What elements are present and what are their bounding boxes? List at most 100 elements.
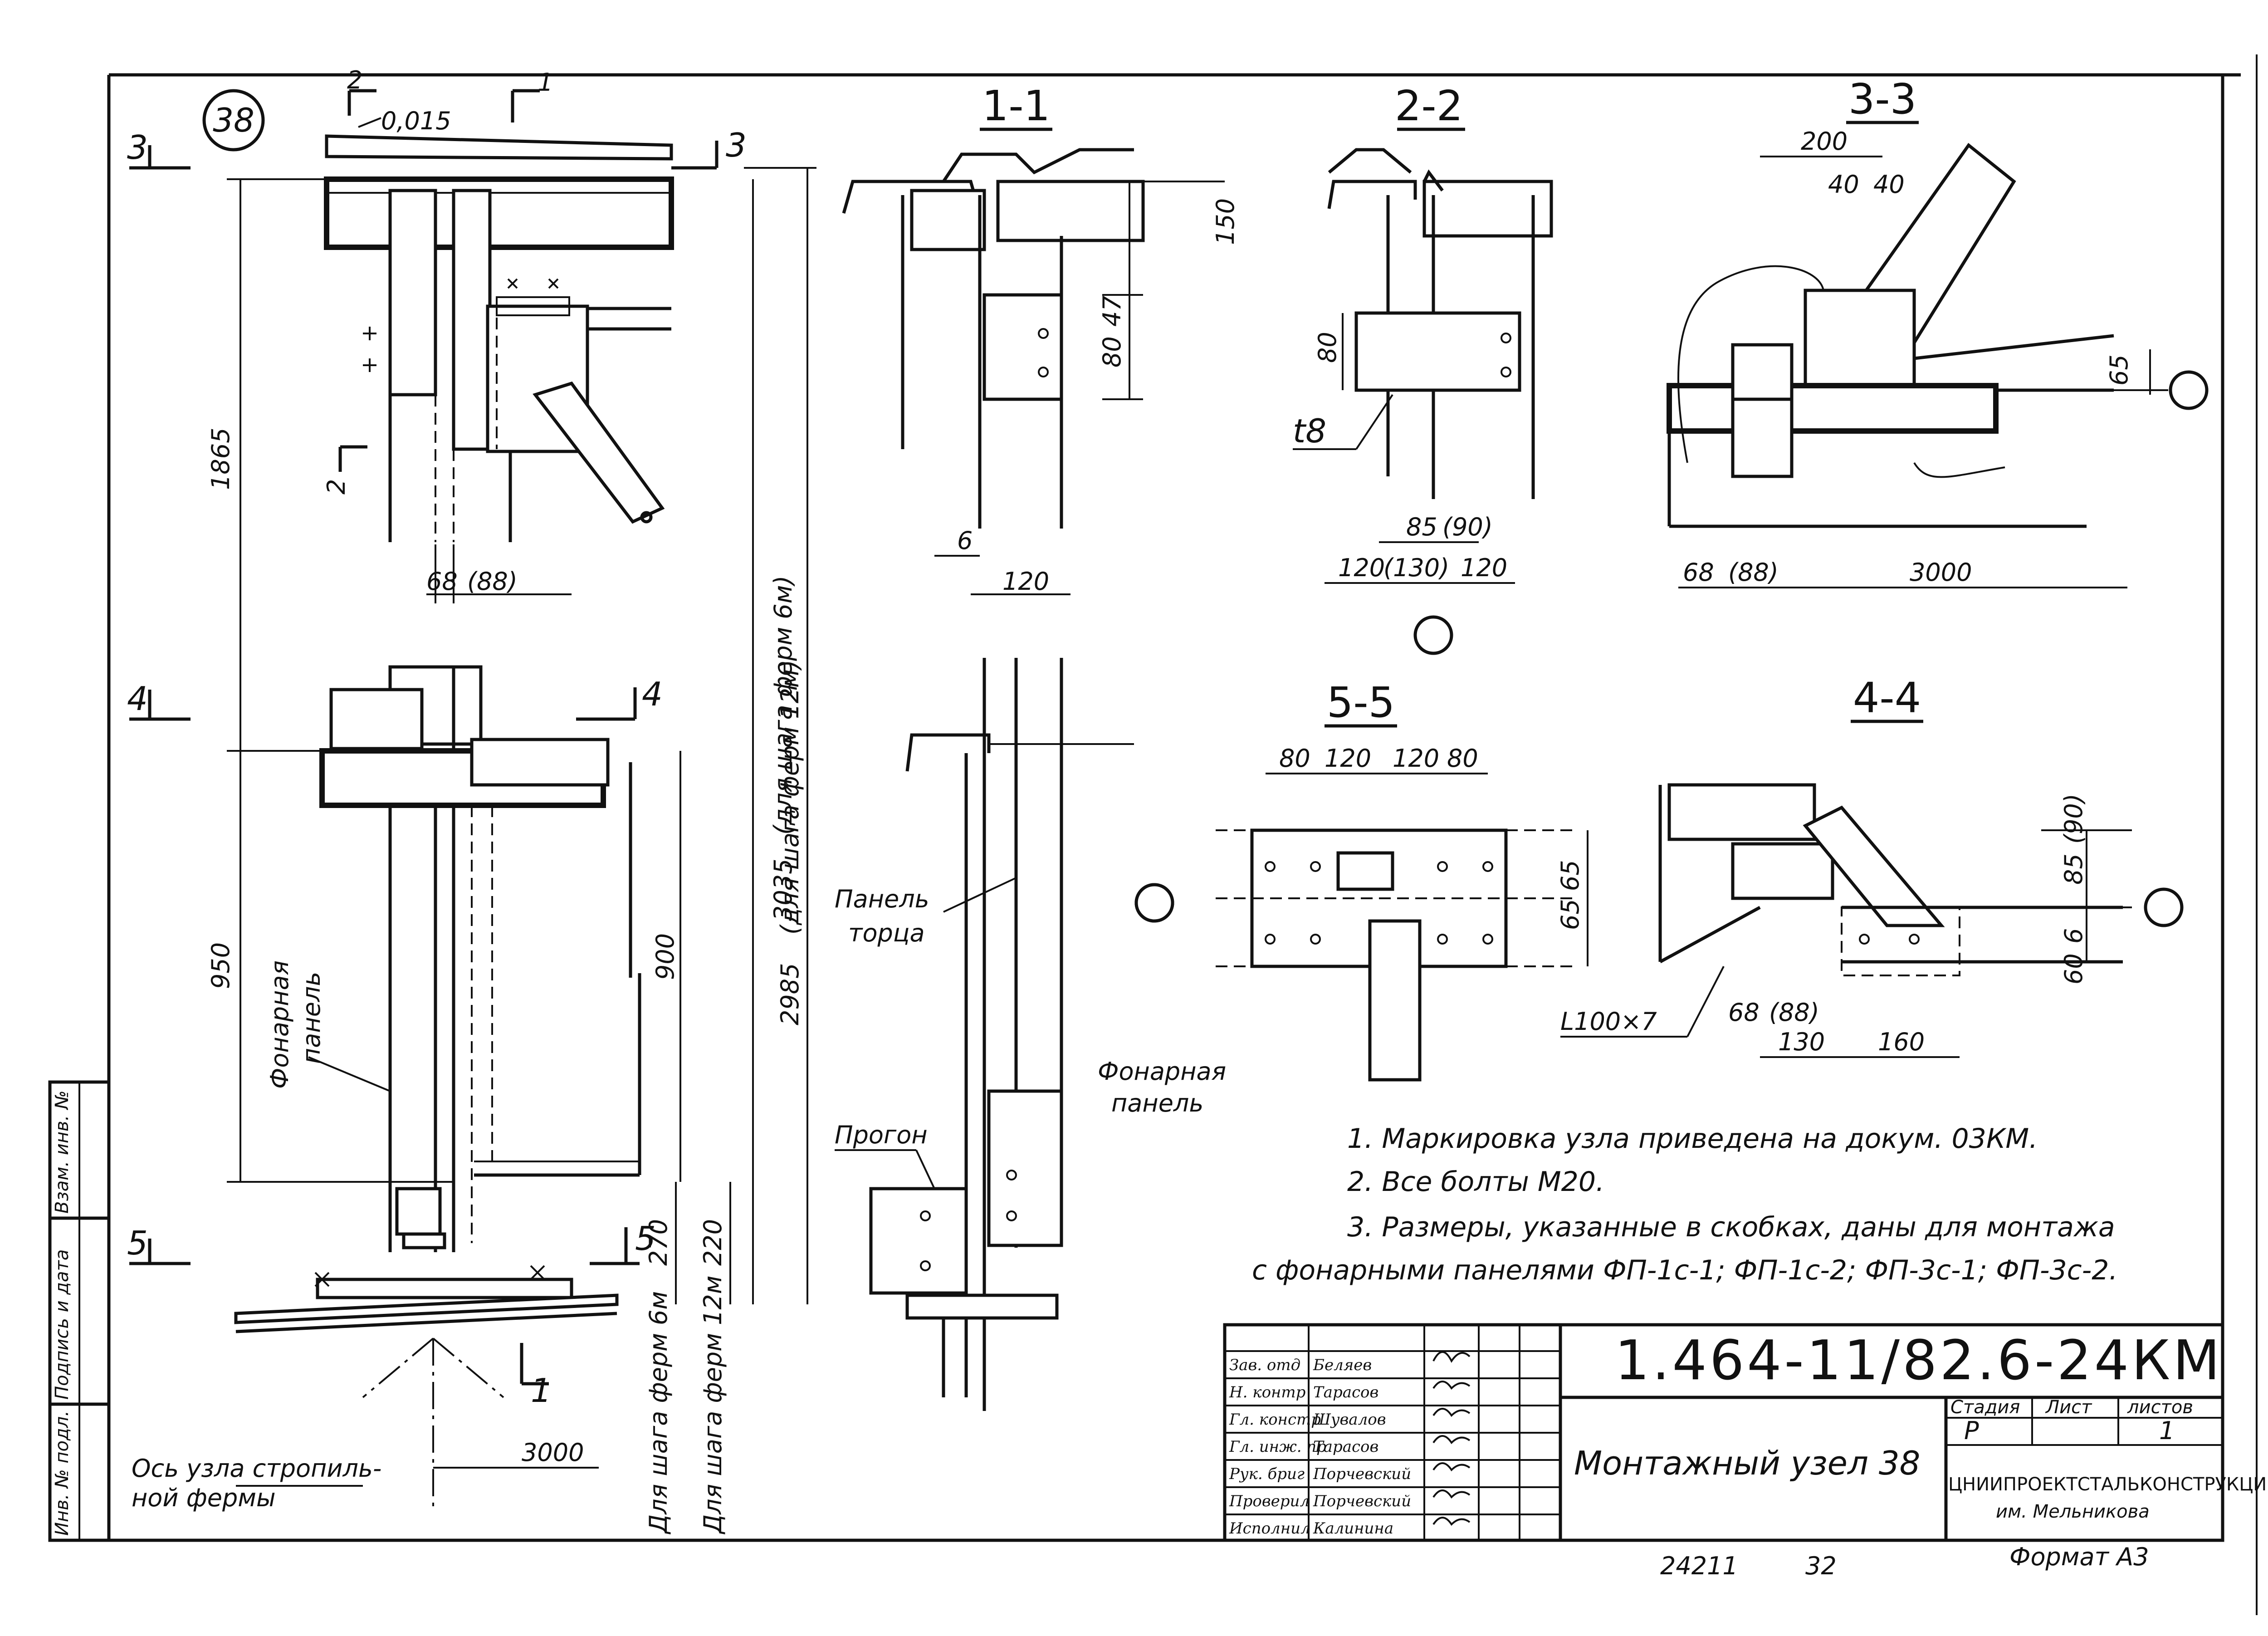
dim-68: 68 [426,567,458,596]
role-0: Зав. отд [1229,1356,1300,1374]
cut-mark-3-right: 3 [726,126,747,164]
role-4: Рук. бриг [1229,1465,1305,1483]
angle-label-44: L100×7 [1560,1007,1657,1036]
dim-120a-22: 120 [1338,553,1385,582]
title-block-roles: Зав. отд Беляев Н. контр Тарасов Гл. кон… [1229,1356,1411,1538]
dim-90-22: (90) [1442,513,1493,541]
cut-mark-2-bottom: 2 [322,479,351,495]
dim-3000-33: 3000 [1910,558,1972,587]
dim-2985-note: (для шага ферм 12м) [776,660,804,935]
name-3: Тарасов [1313,1438,1378,1456]
dim-120b-55: 120 [1393,744,1439,773]
span-6m: Для шага ферм 6м [644,1291,673,1534]
lantern-panel-label-2: панель [297,972,326,1064]
name-2: Шувалов [1313,1411,1386,1429]
dim-1865: 1865 [206,428,235,490]
dim-88-33: (88) [1728,558,1779,587]
span-12m: Для шага ферм 12м [699,1275,727,1534]
dim-120-11: 120 [1002,567,1049,596]
dim-68-44: 68 [1728,998,1760,1027]
cut-mark-5-right: 5 [635,1220,656,1258]
note-1: 1. Маркировка узла приведена на докум. 0… [1347,1123,2038,1155]
cut-mark-4-left: 4 [127,680,148,718]
margin-inv-podl: Инв. № подл. [52,1411,73,1536]
lantern-bracket-top [329,688,424,750]
dim-3035: 3035 [769,859,797,921]
dim-130-44: 130 [1778,1028,1825,1056]
sheet-header: Лист [2045,1397,2092,1418]
lantern-panel-11-2: панель [1111,1089,1203,1117]
main-view: 38 3 3 4 4 5 5 2 1 2 1 0,015 [127,66,816,1534]
bottom-plate-1-1 [987,1089,1063,1247]
drawing-title: Монтажный узел 38 [1574,1444,1921,1482]
dim-270: 270 [644,1219,673,1266]
view-4-4: 4-4 85 (90) 6 60 L100×7 68 (88) 130 160 [1560,674,2184,1058]
dim-47-11: 47 [1098,295,1126,327]
cut-mark-2-top: 2 [347,66,362,94]
dim-2985: 2985 [776,963,804,1025]
archive-number: 24211 [1660,1552,1738,1580]
axis-label-2: ной фермы [132,1484,276,1512]
cut-mark-1-top: 1 [538,68,553,97]
doc-code: 1.464-11/82.6-24КМ [1615,1329,2223,1392]
footer: 24211 32 Формат А3 [1660,1543,2149,1580]
notes-block: 1. Маркировка узла приведена на докум. 0… [1252,1123,2118,1286]
view-5-5: 5-5 80 120 120 80 65 65 [1134,678,1589,1082]
dim-80a-55: 80 [1279,744,1310,773]
plate-t8 [1354,311,1521,392]
label-t8: t8 [1293,412,1326,450]
cut-mark-5-left: 5 [127,1224,148,1262]
name-4: Порчевский [1313,1465,1411,1483]
dim-6-44: 6 [2059,928,2088,944]
dim-88: (88) [467,567,518,596]
dim-120b-22: 120 [1461,553,1507,582]
name-0: Беляев [1313,1356,1372,1374]
dim-65-33: 65 [2105,354,2133,386]
org-name-1: ЦНИИПРОЕКТСТАЛЬКОНСТРУКЦИЯ [1948,1474,2268,1495]
lantern-panel-11-1: Фонарная [1098,1057,1226,1086]
view-2-2: 2-2 80 t8 85 (90) 120 (130) 120 [1293,82,1553,655]
role-3: Гл. инж. пр [1229,1438,1326,1456]
node-label: 38 [213,101,254,139]
stage-value: Р [1964,1416,1979,1445]
dim-3035-note: (для шага ферм 6м) [769,576,797,835]
signature-marks [1432,1351,1471,1526]
role-2: Гл. констр [1229,1411,1321,1429]
dim-88-44: (88) [1769,998,1819,1027]
purlin-label: Прогон [835,1121,928,1149]
note-3-cont: с фонарными панелями ФП-1с-1; ФП-1с-2; Ф… [1252,1254,2118,1286]
dim-85-44: 85 [2059,853,2088,885]
dim-6-11: 6 [957,526,973,555]
dim-120a-55: 120 [1325,744,1371,773]
post-left [388,189,437,397]
roof-deck-top [325,134,673,161]
margin-podpis: Подпись и дата [52,1249,73,1400]
slope-label: 0,015 [381,107,451,135]
org-name-2: им. Мельникова [1996,1501,2150,1522]
name-1: Тарасов [1313,1383,1378,1401]
page-number: 32 [1805,1552,1837,1580]
gusset-1-1 [982,293,1063,401]
section-title-2-2: 2-2 [1395,82,1463,130]
name-6: Калинина [1313,1519,1393,1538]
post-right [452,189,492,451]
role-6: Исполнил [1229,1519,1310,1538]
rafter-top-chord [234,1293,619,1324]
dim-900: 900 [651,933,679,980]
top-chord [324,176,674,250]
section-title-4-4: 4-4 [1853,674,1921,722]
dim-80-11: 80 [1098,336,1126,367]
view-1-1: 1-1 150 47 80 6 120 [835,82,1240,1411]
dim-130-22: (130) [1383,553,1449,582]
axis-label-1: Ось узла стропиль- [132,1454,381,1483]
sheets-header: листов [2127,1397,2193,1418]
dim-60-44: 60 [2059,953,2088,985]
cut-mark-1-bottom: 1 [531,1371,552,1410]
lantern-panel-label-1: Фонарная [265,960,294,1089]
dim-40b-33: 40 [1873,170,1905,199]
title-block: Зав. отд Беляев Н. контр Тарасов Гл. кон… [1223,1323,2268,1542]
dim-80b-55: 80 [1447,744,1478,773]
cut-mark-3-left: 3 [127,128,148,167]
